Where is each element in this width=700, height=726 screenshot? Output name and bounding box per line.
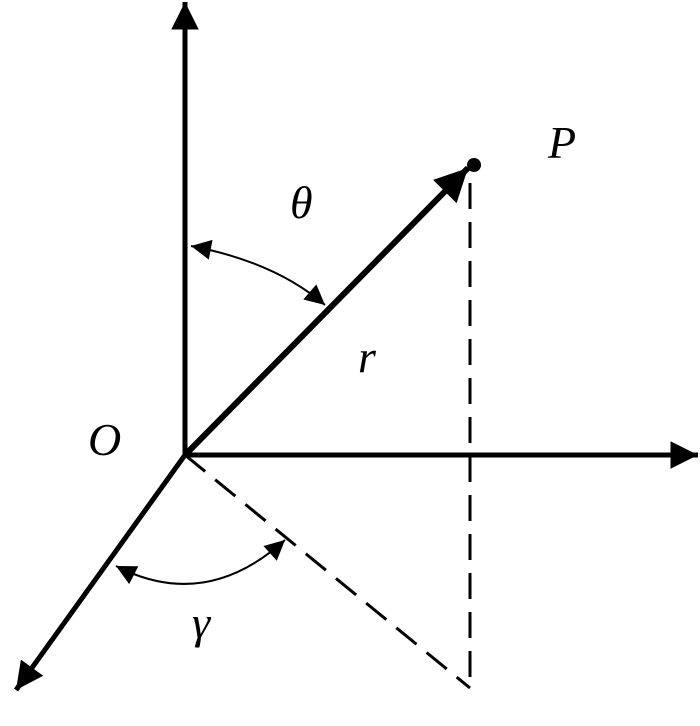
label-point: P: [547, 117, 576, 168]
label-radius: r: [358, 331, 377, 382]
x-axis: [13, 453, 188, 692]
label-theta: θ: [290, 177, 313, 228]
theta-arc: [190, 239, 326, 306]
gamma-arc: [115, 539, 286, 585]
label-origin: O: [88, 414, 121, 465]
radius-vector: [182, 165, 471, 458]
point-p-dot: [467, 158, 481, 172]
label-gamma: γ: [192, 597, 212, 648]
projection-ground-dashed: [184, 453, 471, 690]
